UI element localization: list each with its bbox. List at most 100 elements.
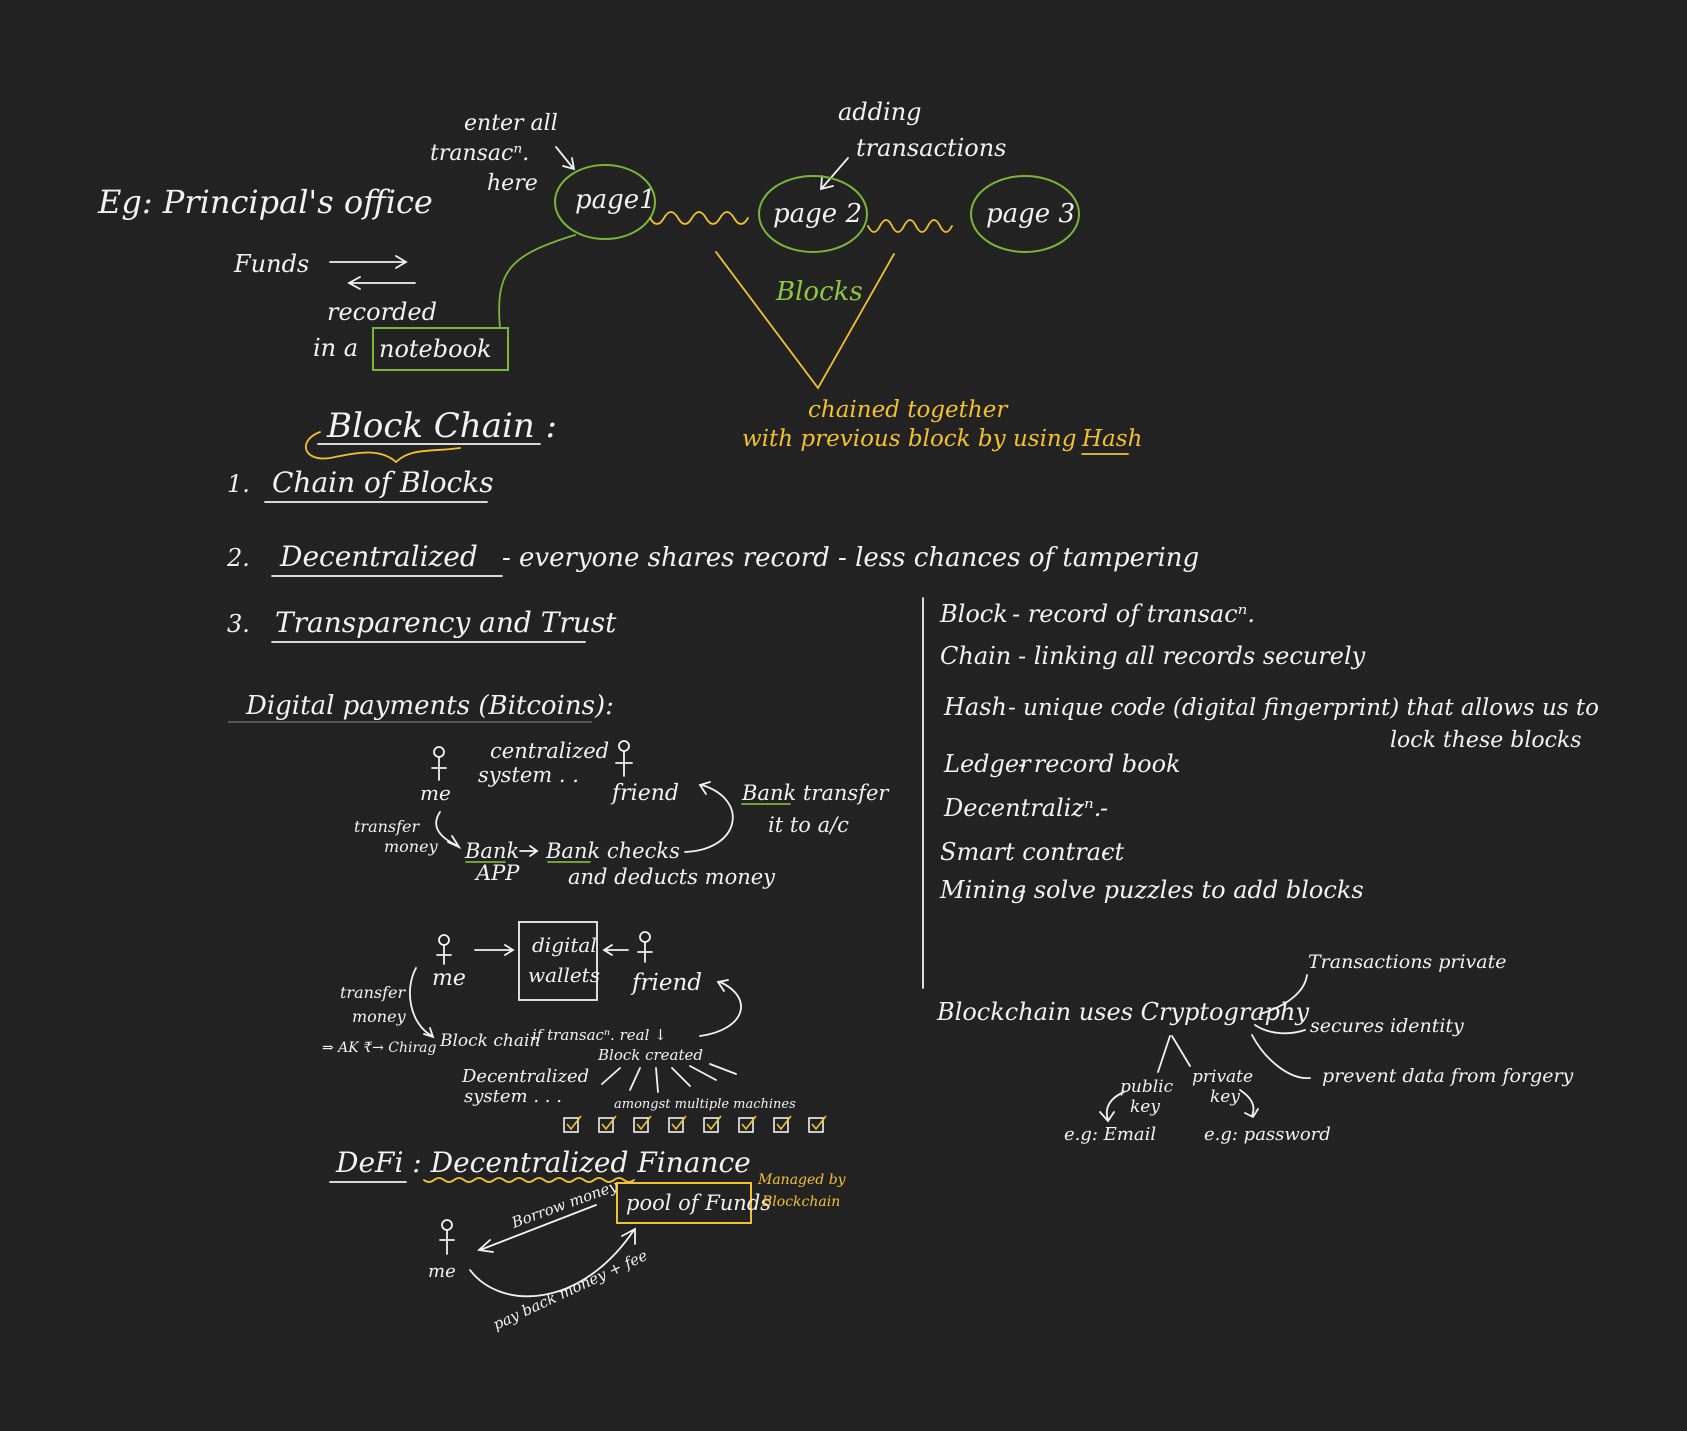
- transfer-example: ⇒ AK ₹→ Chirag: [322, 1040, 437, 1056]
- glossary-smart-contract-term: Smart contract: [940, 838, 1124, 866]
- public-key-arrow: [1099, 1091, 1125, 1123]
- block-created-label: Block created: [597, 1046, 703, 1064]
- funds-arrows: [329, 255, 416, 290]
- digital-wallets-box: [518, 921, 598, 1001]
- payback-arrow: [469, 1227, 636, 1298]
- glossary-section: Block - record of transacⁿ. Chain - link…: [922, 597, 1599, 989]
- managed-by-line2: Blockchain: [761, 1194, 840, 1210]
- glossary-decentraliz-desc: -: [1100, 794, 1108, 822]
- blocks-label: Blocks: [775, 277, 863, 307]
- example-section: Eg: Principal's office Funds recorded in…: [97, 98, 1142, 455]
- defi-me: me: [428, 1261, 456, 1282]
- point-1-number: 1.: [227, 470, 250, 498]
- digital-payments-section: Digital payments (Bitcoins): me centrali…: [228, 691, 890, 1133]
- glossary-smart-contract-desc: -: [1102, 838, 1110, 866]
- glossary-decentraliz-term: Decentralizⁿ.: [943, 794, 1101, 822]
- crypto-main: Blockchain uses Cryptography: [936, 998, 1309, 1026]
- centralized-friend: friend: [610, 781, 679, 806]
- glossary-block-desc: - record of transacⁿ.: [1012, 600, 1255, 628]
- adding-line1: adding: [838, 98, 922, 126]
- page2-circle: [758, 175, 868, 253]
- machine-checkbox: [598, 1115, 617, 1133]
- decentralized-system-line2: system . . .: [464, 1086, 562, 1107]
- digital-wallets-line1: digital: [532, 933, 597, 957]
- bank-app-line2: APP: [474, 861, 520, 885]
- chain-link-1: [649, 211, 749, 225]
- in-a-label: in a: [313, 334, 358, 362]
- enter-all-line2: transacⁿ.: [430, 141, 529, 166]
- if-real-label: if transacⁿ. real ↓: [532, 1026, 667, 1044]
- bank-checks-line2: and deducts money: [568, 865, 776, 889]
- machine-checkbox: [808, 1115, 827, 1133]
- me-person-icon: [431, 746, 447, 781]
- me-to-wallet-arrow: [474, 944, 515, 956]
- broadcast-lines: [601, 1063, 737, 1093]
- public-key-line1: public: [1120, 1077, 1174, 1097]
- crypto-branch-identity: secures identity: [1310, 1015, 1464, 1037]
- page2-label: page 2: [773, 199, 862, 229]
- bank-checks-line1: Bank checks: [545, 839, 680, 863]
- pool-of-funds-label: pool of Funds: [626, 1191, 771, 1215]
- page1-circle: [554, 164, 656, 240]
- machine-checkboxes: [563, 1115, 827, 1133]
- decentralized-transfer-line2: money: [352, 1007, 407, 1026]
- point-1-term: Chain of Blocks: [272, 466, 494, 499]
- centralized-transfer-line2: money: [384, 837, 439, 856]
- public-key-example: e.g: Email: [1064, 1124, 1156, 1145]
- point-3-number: 3.: [227, 610, 250, 638]
- recorded-label: recorded: [327, 298, 437, 326]
- me-person-icon: [439, 1219, 455, 1255]
- centralized-me: me: [420, 781, 451, 805]
- machine-checkbox: [563, 1115, 582, 1133]
- adding-arrow: [820, 157, 849, 191]
- payments-heading: Digital payments (Bitcoins):: [245, 691, 614, 721]
- bank-to-friend-arrow: [684, 781, 734, 853]
- point-2-desc: - everyone shares record - less chances …: [502, 543, 1199, 573]
- centralized-diagram: me centralized system . . friend transfe…: [354, 739, 890, 889]
- private-key-line1: private: [1192, 1067, 1253, 1087]
- decentralized-me: me: [432, 966, 466, 991]
- friend-to-wallet-arrow: [602, 944, 629, 956]
- crypto-branch-private: Transactions private: [1308, 951, 1506, 973]
- managed-by-line1: Managed by: [757, 1172, 847, 1188]
- friend-person-icon: [615, 740, 633, 777]
- glossary-hash-desc: - unique code (digital fingerprint) that…: [1008, 695, 1599, 721]
- crypto-key-lines: [1157, 1035, 1191, 1073]
- multiple-machines-label: amongst multiple machines: [614, 1097, 796, 1112]
- notebook-connector: [498, 234, 576, 329]
- decentralized-transfer-line1: transfer: [340, 983, 407, 1002]
- glossary-chain-term: Chain: [940, 642, 1011, 670]
- private-key-arrow: [1239, 1089, 1259, 1119]
- machine-checkbox: [738, 1115, 757, 1133]
- decentralized-friend: friend: [630, 970, 702, 996]
- funds-label: Funds: [233, 250, 309, 278]
- glossary-ledger-desc: - record book: [1018, 750, 1181, 778]
- borrow-arrow: [476, 1204, 597, 1253]
- chain-to-friend-arrow: [699, 979, 742, 1037]
- glossary-mining-term: Mining: [939, 876, 1026, 904]
- payback-label: pay back money + fee: [490, 1246, 650, 1333]
- point-2-term: Decentralized: [279, 540, 478, 573]
- chained-line1: chained together: [808, 397, 1009, 423]
- bank-transfer-line2: it to a/c: [768, 813, 849, 837]
- example-title: Eg: Principal's office: [97, 183, 433, 221]
- machine-checkbox: [633, 1115, 652, 1133]
- friend-person-icon: [637, 931, 653, 963]
- borrow-label: Borrow money: [508, 1177, 620, 1233]
- bank-transfer-line1: Bank transfer: [741, 781, 890, 805]
- enter-all-line1: enter all: [464, 111, 558, 136]
- decentralized-system-line1: Decentralized: [461, 1066, 589, 1087]
- blocks-triangle: [715, 251, 895, 390]
- point-3-term: Transparency and Trust: [275, 606, 617, 639]
- machine-checkbox: [668, 1115, 687, 1133]
- defi-title: DeFi : Decentralized Finance: [335, 1146, 751, 1179]
- glossary-hash-desc-cont: lock these blocks: [1390, 728, 1582, 753]
- crypto-branch-forgery: prevent data from forgery: [1322, 1065, 1574, 1087]
- defi-wavy-underline: [423, 1177, 635, 1183]
- glossary-ledger-term: Ledger: [943, 750, 1032, 778]
- enter-all-arrow: [555, 146, 576, 171]
- machine-checkbox: [773, 1115, 792, 1133]
- bank-app-line1: Bank: [464, 839, 519, 863]
- block-chain-label: Block chain: [439, 1031, 540, 1051]
